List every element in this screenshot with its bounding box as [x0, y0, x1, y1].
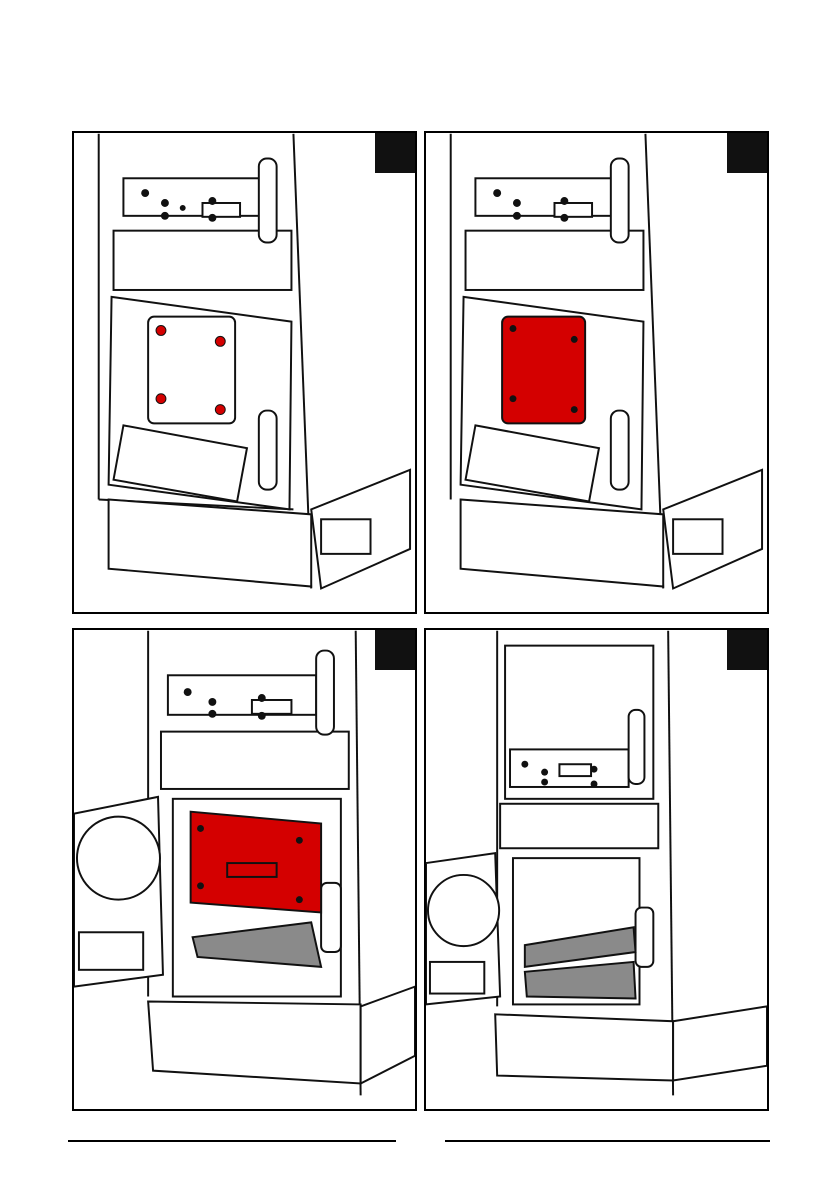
boiler-drawing-cover-highlighted [426, 133, 767, 612]
step-badge [375, 630, 415, 670]
step-badge [727, 133, 767, 173]
illustration-panel-2 [424, 131, 769, 614]
boiler-drawing-cover-bolts [74, 133, 415, 612]
footer-rule-left [68, 1140, 396, 1142]
boiler-drawing-door-open-baffle [74, 630, 415, 1109]
illustration-panel-1 [72, 131, 417, 614]
illustration-panel-3 [72, 628, 417, 1111]
step-badge [375, 133, 415, 173]
footer-rule-right [445, 1140, 770, 1142]
illustration-panel-4 [424, 628, 769, 1111]
step-badge [727, 630, 767, 670]
boiler-drawing-baffle-removed [426, 630, 767, 1109]
